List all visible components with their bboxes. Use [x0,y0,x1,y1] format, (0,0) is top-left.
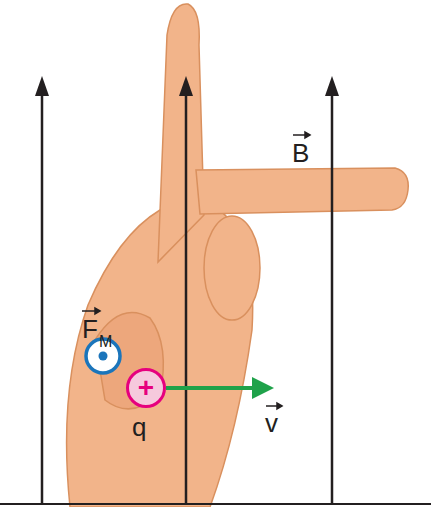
force-label: F [82,316,98,342]
arrow-head [179,76,193,96]
velocity-label: v [265,410,278,436]
arrow-head [325,76,339,96]
arrow-head [35,76,49,96]
base-line [0,503,431,505]
charge-circle: + [126,368,166,408]
vector-tip [95,308,100,314]
vector-tip [305,132,310,138]
out-of-page-dot [99,352,108,361]
vector-tip [277,403,282,409]
charge-sign: + [138,374,154,402]
field-line [331,92,334,504]
charge-label: q [132,414,146,440]
field-line [185,92,188,504]
field-line [41,92,44,504]
field-label: B [292,140,309,166]
arrow-head [252,377,274,399]
velocity-arrow [166,386,256,390]
force-subscript: M [99,334,112,350]
